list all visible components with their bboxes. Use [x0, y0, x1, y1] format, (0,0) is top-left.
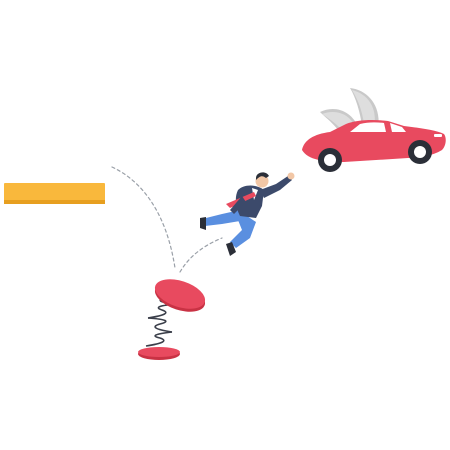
jump-trajectory [111, 166, 223, 273]
flying-car-icon [302, 88, 446, 172]
car-window-rear [390, 123, 406, 132]
car-wheel-front [408, 140, 432, 164]
spring-coil [145, 293, 179, 347]
person-hair [256, 172, 269, 180]
ledge-platform [4, 183, 105, 204]
person-jacket [235, 185, 264, 218]
trajectory-arc-from-ledge [111, 166, 176, 269]
car-window [350, 122, 386, 132]
person-leg-front [230, 214, 256, 248]
person-leg-back [205, 210, 246, 226]
trajectory-arc-to-person [179, 237, 223, 273]
person-hand [287, 172, 295, 180]
person-head [255, 174, 269, 188]
car-wheel-rear [318, 148, 342, 172]
spring-icon [138, 279, 206, 360]
businessman-icon [200, 172, 295, 256]
car-headlight [434, 134, 442, 137]
person-arm-raised [260, 176, 292, 198]
